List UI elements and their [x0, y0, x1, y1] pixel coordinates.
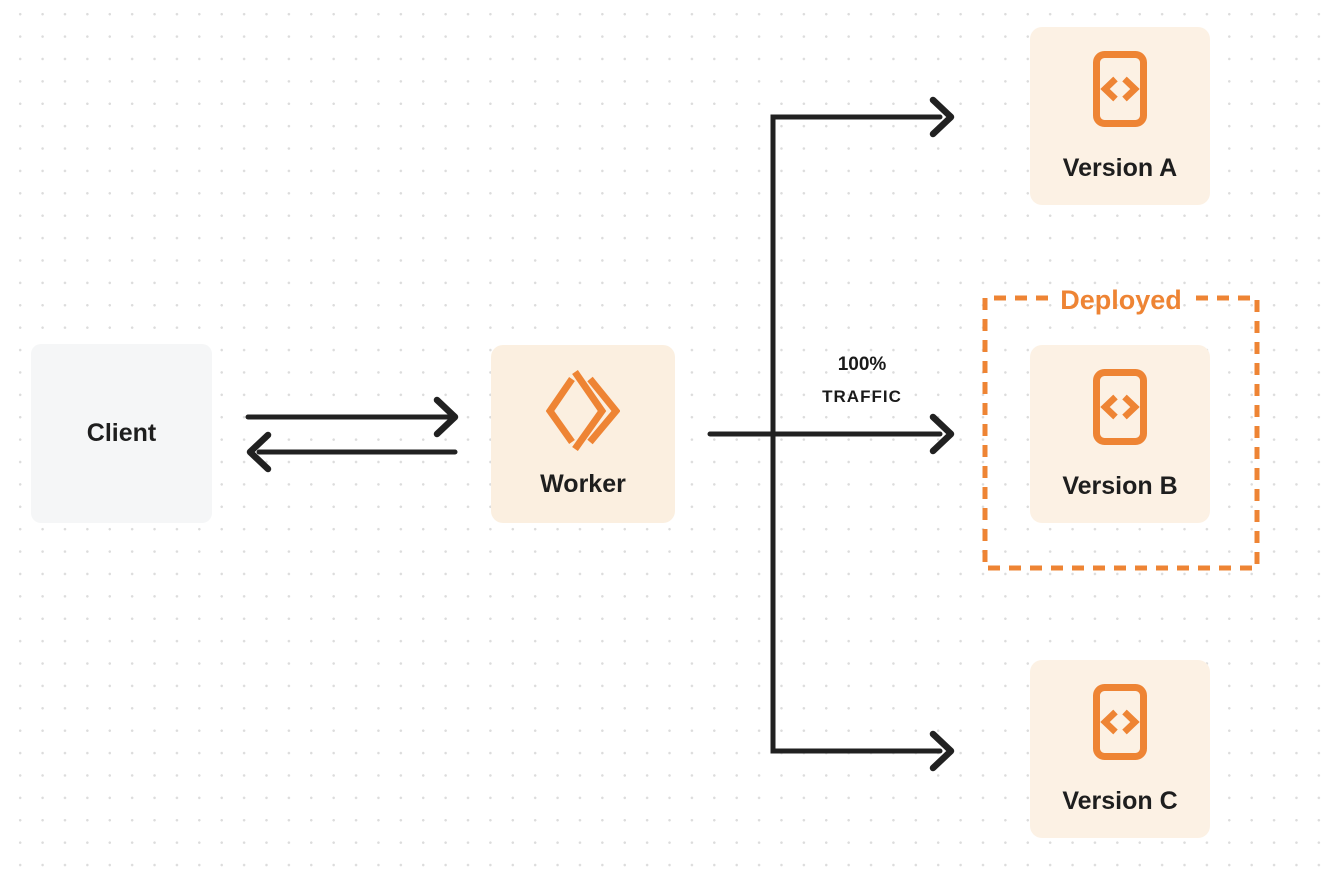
- version-a-label: Version A: [1062, 153, 1178, 182]
- worker-node: Worker: [491, 345, 675, 523]
- arrow-client-to-worker-head: [433, 396, 459, 438]
- code-file-icon: [1093, 683, 1147, 760]
- workers-logo-icon: [546, 370, 620, 452]
- version-b-label: Version B: [1062, 471, 1178, 500]
- traffic-word-text: TRAFFIC: [822, 387, 902, 406]
- client-node-label: Client: [86, 418, 157, 447]
- arrow-worker-to-client-head: [246, 431, 272, 473]
- traffic-label: 100% TRAFFIC: [792, 349, 932, 413]
- deployed-label: Deployed: [1060, 285, 1182, 315]
- version-c-label: Version C: [1062, 786, 1178, 815]
- code-file-icon: [1093, 368, 1147, 445]
- arrow-to-version-c-head: [929, 730, 955, 772]
- version-a-node: Version A: [1030, 27, 1210, 205]
- traffic-percent-text: 100%: [837, 354, 887, 375]
- worker-node-label: Worker: [540, 470, 626, 499]
- branch-connector-line: [770, 114, 943, 754]
- client-node: Client: [31, 344, 212, 523]
- arrow-to-version-a-head: [929, 96, 955, 138]
- arrow-to-version-b-head: [929, 413, 955, 455]
- version-c-node: Version C: [1030, 660, 1210, 838]
- code-file-icon: [1093, 50, 1147, 127]
- version-b-node: Version B: [1030, 345, 1210, 523]
